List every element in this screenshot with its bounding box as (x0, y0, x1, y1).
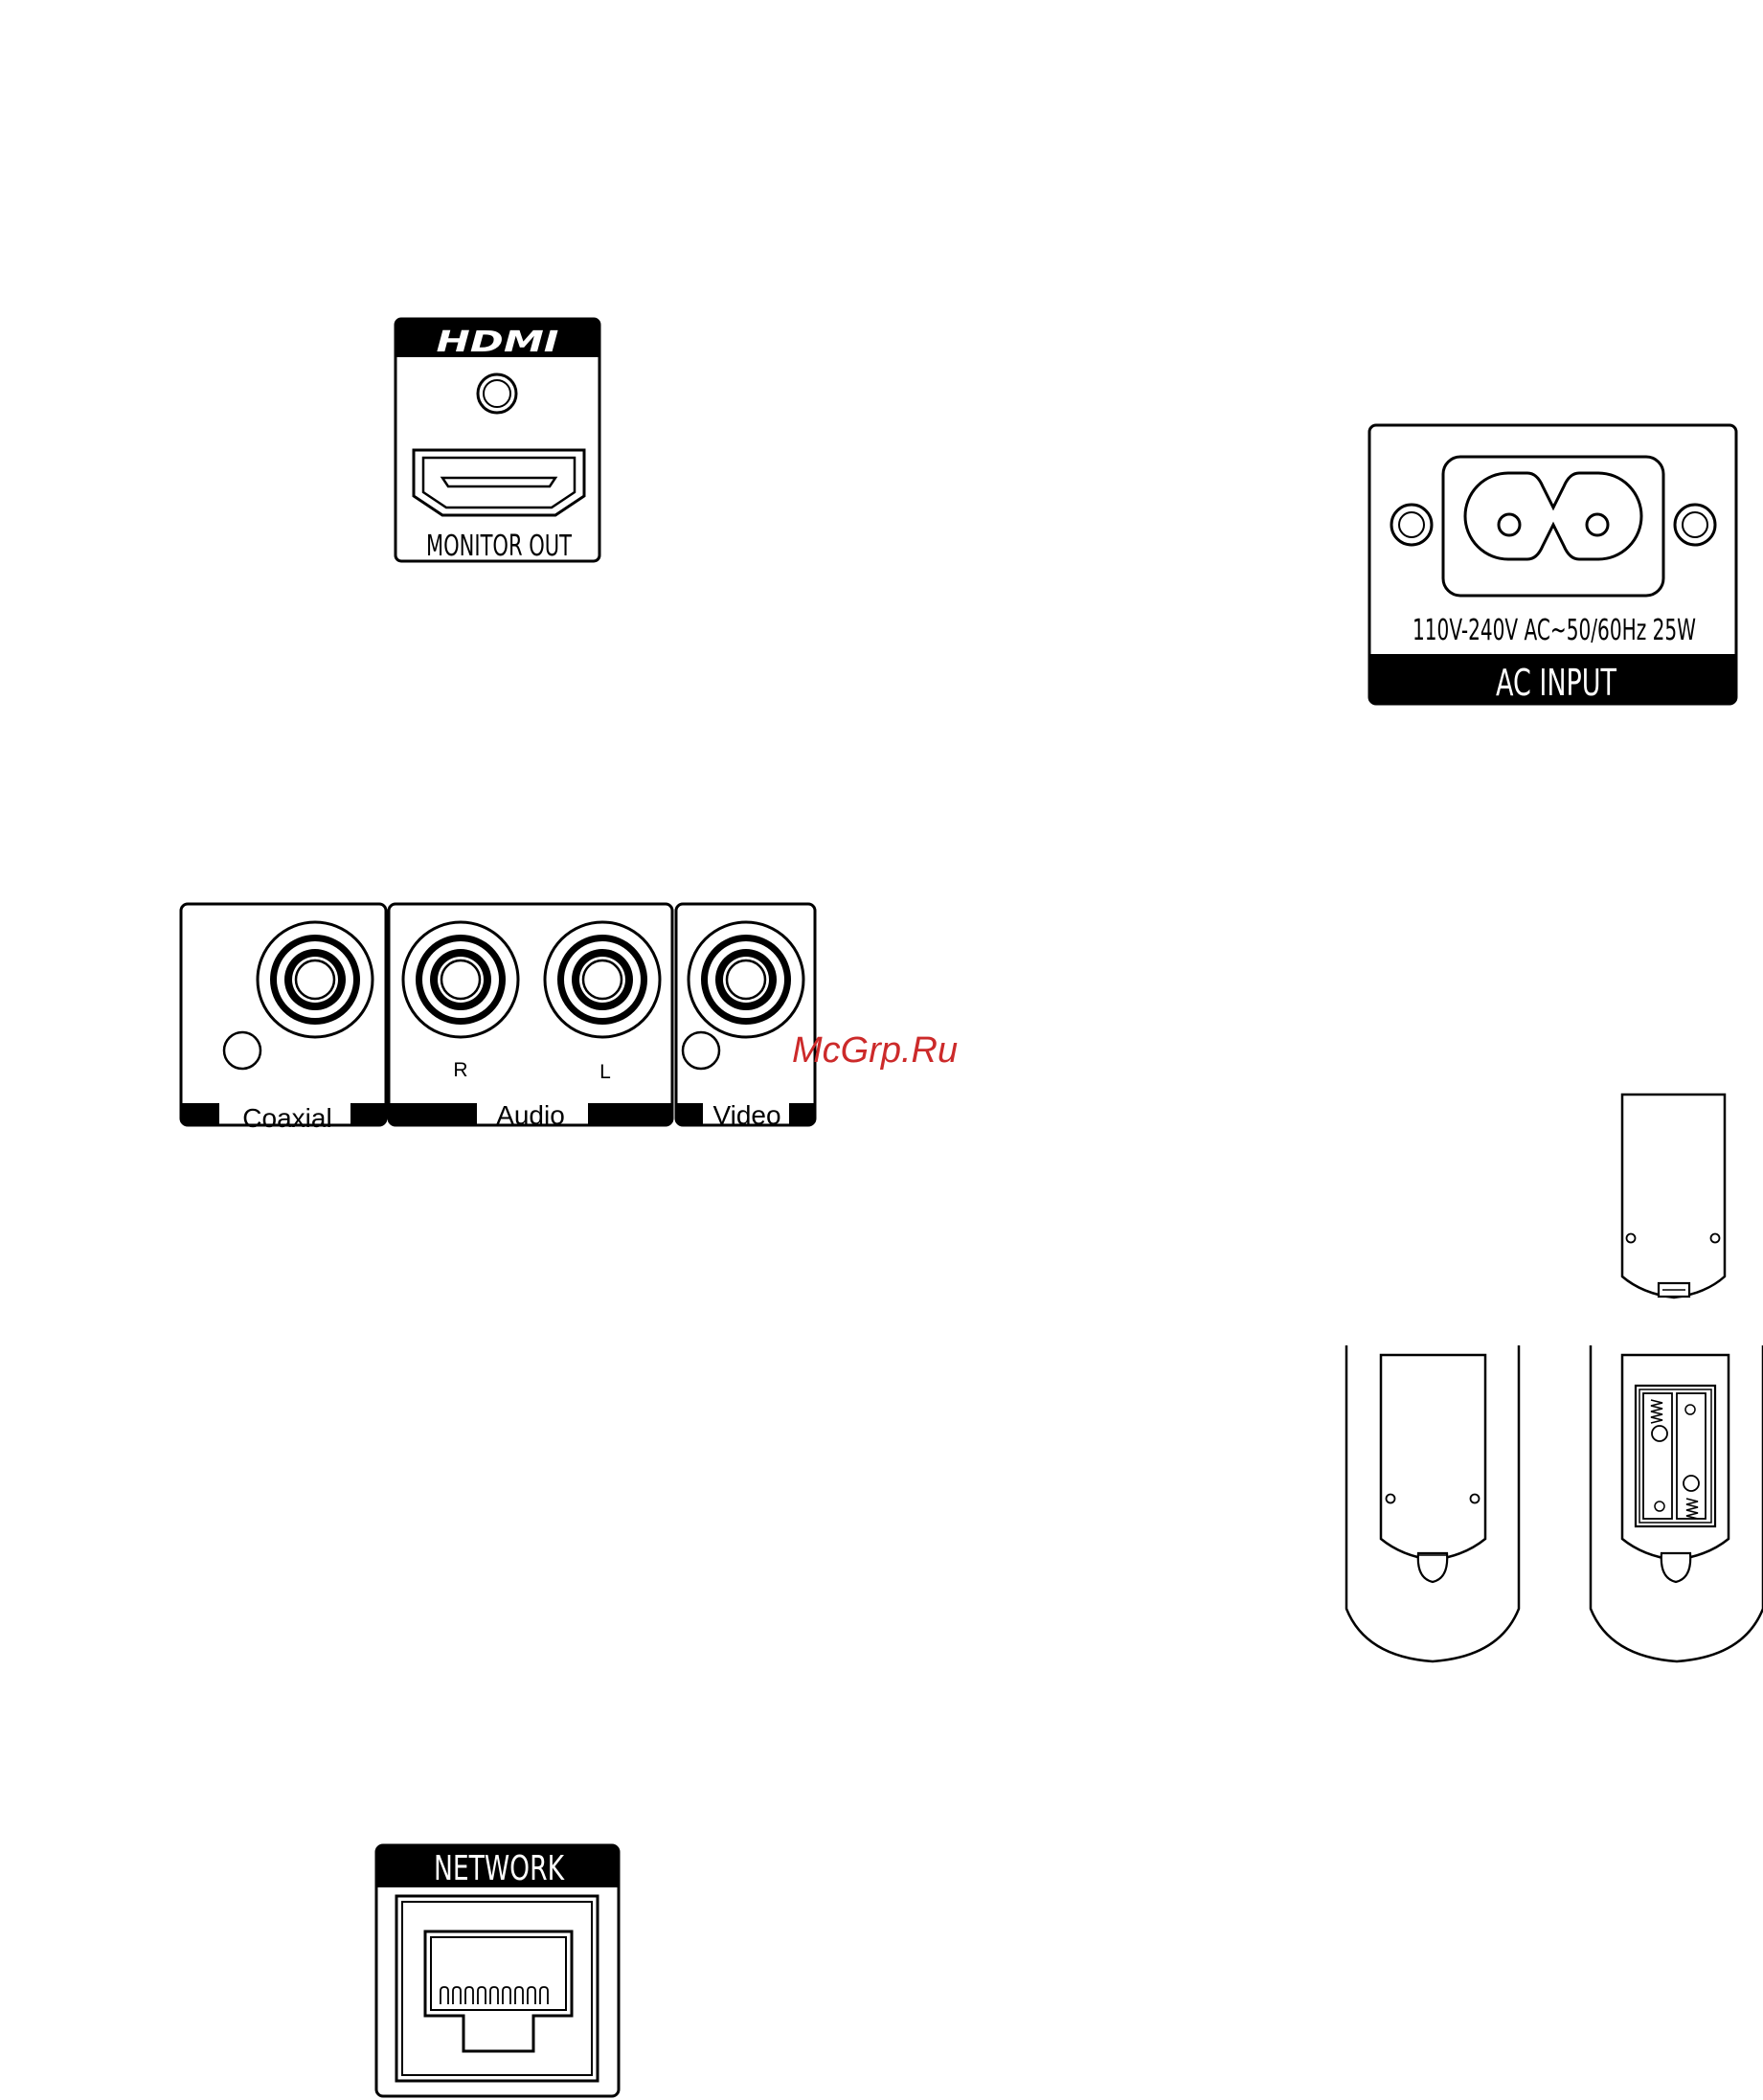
coaxial-label: Coaxial (242, 1103, 331, 1133)
coaxial-section: Coaxial (181, 904, 386, 1133)
screw-hole-icon (1675, 505, 1715, 545)
audio-l-label: L (599, 1061, 611, 1083)
video-jack-icon (689, 922, 803, 1037)
hdmi-monitor-out-label: MONITOR OUT (426, 530, 572, 563)
audio-right-jack-icon (403, 922, 518, 1037)
video-section: Video (676, 904, 815, 1130)
ac-input-label: AC INPUT (1496, 662, 1617, 704)
audio-left-jack-icon (545, 922, 660, 1037)
battery-cover-illustration (1622, 1095, 1725, 1298)
watermark: McGrp.Ru (792, 1030, 958, 1071)
remote-with-cover-illustration (1346, 1345, 1519, 1661)
audio-r-label: R (453, 1059, 467, 1081)
av-jacks-panel: Coaxial R L (181, 904, 815, 1133)
audio-label: Audio (496, 1100, 565, 1130)
network-label: NETWORK (434, 1849, 565, 1888)
audio-section: R L Audio (389, 904, 672, 1130)
ac-input-rating: 110V-240V AC~50/60Hz 25W (1413, 614, 1696, 647)
power-socket-icon (1443, 457, 1663, 596)
remote-batteries-illustration (1591, 1345, 1763, 1661)
hdmi-port-icon (414, 450, 584, 515)
ethernet-port-icon (396, 1896, 598, 2081)
coaxial-jack-icon (258, 922, 373, 1037)
hdmi-monitor-out-panel: HDMI MONITOR OUT (396, 319, 599, 563)
ac-input-panel: 110V-240V AC~50/60Hz 25W AC INPUT (1369, 425, 1736, 704)
battery-icon (1643, 1393, 1672, 1519)
screw-hole-icon (1391, 505, 1432, 545)
screw-hole-icon (683, 1032, 719, 1069)
hdmi-logo: HDMI (437, 326, 559, 359)
video-label: Video (712, 1100, 780, 1130)
network-panel: NETWORK (376, 1845, 619, 2096)
screw-hole-icon (224, 1032, 260, 1069)
battery-compartment-icon (1636, 1386, 1715, 1526)
